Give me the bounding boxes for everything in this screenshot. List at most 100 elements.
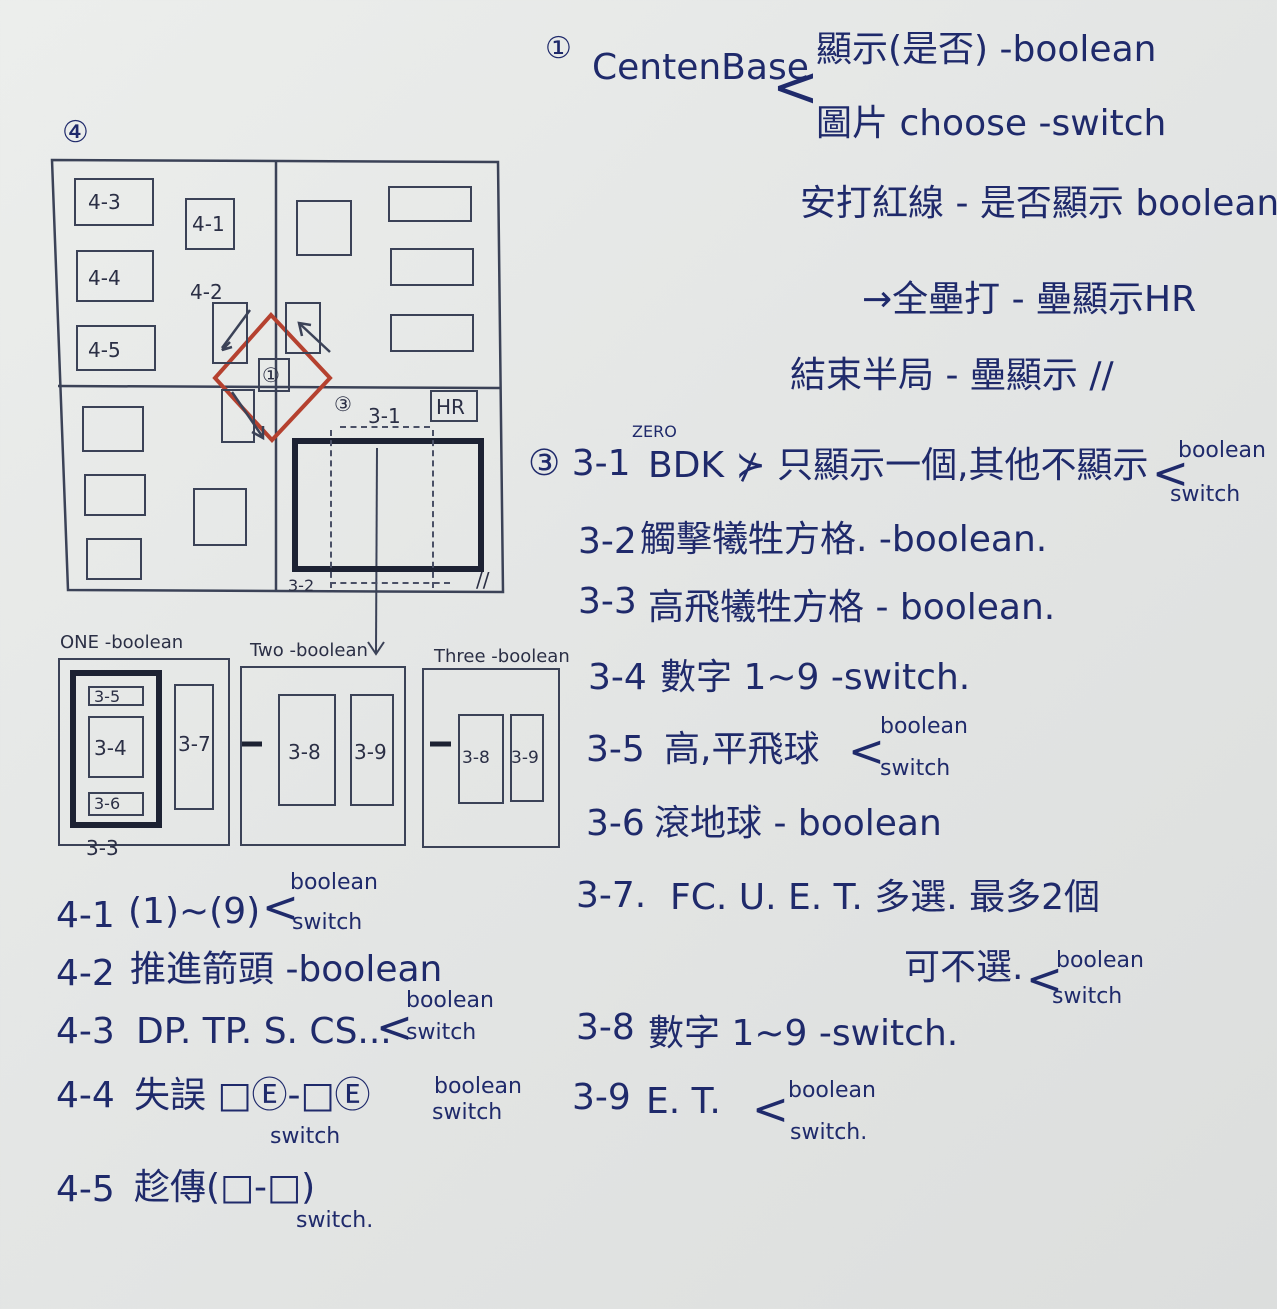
- note-3-5-tag-2: switch: [880, 756, 951, 781]
- big-box-3: [292, 438, 484, 572]
- box-three-3-8: [458, 714, 504, 804]
- box-3-1-label: 3-1: [368, 404, 401, 428]
- box-3-5: [88, 686, 144, 706]
- note-3-7-tag-1: boolean: [1056, 948, 1144, 973]
- box-4-1: [185, 198, 235, 250]
- box-3-6: [88, 792, 144, 816]
- note-4-2-text: 推進箭頭 -boolean: [130, 949, 443, 990]
- note-4-5-sub: switch.: [296, 1208, 374, 1233]
- box-tr-1: [388, 186, 472, 222]
- note-3-7-tag-2: switch: [1052, 984, 1123, 1009]
- note-4-4-code: 4-4: [56, 1075, 115, 1116]
- section-1-line-3: 安打紅線 - 是否顯示 boolean: [800, 183, 1277, 224]
- note-3-1-tag-1: boolean: [1178, 438, 1266, 463]
- bracket: <: [848, 726, 885, 777]
- slash-mark: //: [476, 568, 490, 592]
- section-1-number: ①: [545, 31, 572, 66]
- note-3-9-tag-1: boolean: [788, 1078, 876, 1103]
- note-4-5-code: 4-5: [56, 1169, 115, 1210]
- box-3-2-label: 3-2: [288, 576, 315, 595]
- panel-two-label: Two -boolean: [250, 640, 368, 661]
- panel-three: [422, 668, 560, 848]
- note-3-8-text: 數字 1~9 -switch.: [648, 1013, 959, 1054]
- section-4-marker: ④: [62, 115, 89, 150]
- bracket: <: [1026, 954, 1063, 1005]
- bracket: <: [262, 882, 299, 933]
- note-3-1-code: ③ 3-1: [528, 443, 631, 484]
- note-4-4-sub: switch: [270, 1124, 341, 1149]
- note-4-1-text: (1)~(9): [128, 891, 261, 932]
- box-three-3-8-label: 3-8: [462, 748, 490, 768]
- box-4-5-label: 4-5: [88, 338, 121, 362]
- dashed-bottom: [330, 582, 450, 584]
- center-base-box: [258, 358, 290, 392]
- hr-box: [430, 390, 478, 422]
- box-3-5-label: 3-5: [94, 687, 121, 706]
- box-4-4: [76, 250, 154, 302]
- dashed-left: [330, 430, 332, 588]
- section-1-line-4: →全壘打 - 壘顯示HR: [862, 279, 1197, 320]
- box-two-3-8: [278, 694, 336, 806]
- note-4-3-text: DP. TP. S. CS...: [136, 1011, 392, 1052]
- note-4-3-tag-2: switch: [406, 1020, 477, 1045]
- note-3-2-code: 3-2: [578, 521, 637, 562]
- box-three-3-9-label: 3-9: [511, 748, 539, 768]
- hr-label: HR: [436, 395, 465, 419]
- note-4-2-code: 4-2: [56, 953, 115, 994]
- box-bl-3: [86, 538, 142, 580]
- note-4-4-text: 失誤 □Ⓔ-□Ⓔ: [134, 1075, 371, 1116]
- note-3-7-cont: 可不選.: [904, 947, 1024, 988]
- note-3-9-text: E. T.: [646, 1081, 721, 1122]
- note-3-6-code: 3-6: [586, 803, 645, 844]
- dashed-right: [432, 430, 434, 588]
- note-4-3-tag-1: boolean: [406, 988, 494, 1013]
- note-3-5-tag-1: boolean: [880, 714, 968, 739]
- box-two-3-8-label: 3-8: [288, 740, 321, 764]
- box-bl-4: [193, 488, 247, 546]
- box-3-3-label: 3-3: [86, 836, 119, 860]
- note-3-6-text: 滾地球 - boolean: [654, 803, 942, 844]
- box-three-3-9: [510, 714, 544, 802]
- box-3-6-label: 3-6: [94, 794, 121, 813]
- note-4-1-tag-1: boolean: [290, 870, 378, 895]
- panel-three-label: Three -boolean: [434, 646, 570, 667]
- note-3-4-code: 3-4: [588, 657, 647, 698]
- box-3-7-label: 3-7: [178, 732, 211, 756]
- box-top-right-square: [296, 200, 352, 256]
- box-two-3-9: [350, 694, 394, 806]
- note-3-7-code: 3-7.: [576, 875, 647, 916]
- note-4-1-tag-2: switch: [292, 910, 363, 935]
- note-3-3-text: 高飛犧牲方格 - boolean.: [648, 587, 1056, 628]
- note-3-7-text: FC. U. E. T. 多選. 最多2個: [670, 877, 1100, 918]
- box-3-3: [70, 670, 162, 828]
- box-3-7: [174, 684, 214, 810]
- note-4-5-text: 趁傳(□-□): [134, 1167, 316, 1208]
- note-3-5-code: 3-5: [586, 729, 645, 770]
- box-tr-3: [390, 314, 474, 352]
- note-3-3-code: 3-3: [578, 581, 637, 622]
- note-3-9-code: 3-9: [572, 1077, 631, 1118]
- note-3-1-sup: ZERO: [632, 422, 677, 441]
- dashed-top: [340, 426, 430, 428]
- box-two-3-9-label: 3-9: [354, 740, 387, 764]
- note-4-3-code: 4-3: [56, 1011, 115, 1052]
- section-3-marker: ③: [334, 392, 352, 416]
- panel-one-label: ONE -boolean: [60, 632, 184, 653]
- box-bl-1: [82, 406, 144, 452]
- section-1-item-1: 顯示(是否) -boolean: [816, 29, 1157, 70]
- box-4-4-label: 4-4: [88, 266, 121, 290]
- note-4-1-code: 4-1: [56, 895, 115, 936]
- box-4-3-label: 4-3: [88, 190, 121, 214]
- note-3-9-tag-2: switch.: [790, 1120, 868, 1145]
- note-3-1-tag-2: switch: [1170, 482, 1241, 507]
- note-3-2-text: 觸擊犧牲方格. -boolean.: [640, 519, 1048, 560]
- box-4-3: [74, 178, 154, 226]
- note-3-1-text: BDK ⊁ 只顯示一個,其他不顯示: [648, 445, 1149, 486]
- bracket: <: [376, 1002, 413, 1053]
- section-1-item-2: 圖片 choose -switch: [816, 103, 1167, 144]
- bracket: <: [1152, 448, 1189, 499]
- note-4-4-tag-1: boolean: [434, 1074, 522, 1099]
- box-bl-2: [84, 474, 146, 516]
- note-4-4-tag-2: switch: [432, 1100, 503, 1125]
